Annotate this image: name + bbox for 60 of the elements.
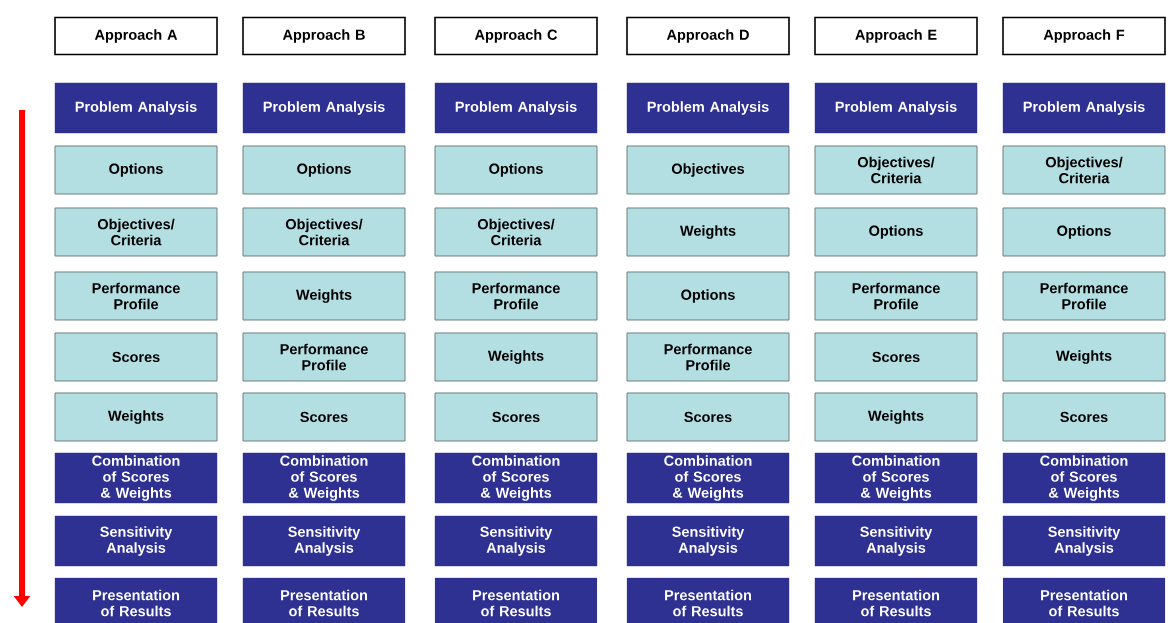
step-box: Performance Profile (242, 332, 406, 382)
step-box: Presentation of Results (814, 577, 978, 623)
step-box: Presentation of Results (242, 577, 406, 623)
step-box: Objectives/ Criteria (434, 207, 598, 257)
step-box: Performance Profile (1002, 271, 1166, 321)
step-box: Weights (242, 271, 406, 321)
step-box: Combination of Scores & Weights (626, 452, 790, 504)
step-box: Combination of Scores & Weights (1002, 452, 1166, 504)
step-box: Performance Profile (626, 332, 790, 382)
step-box: Problem Analysis (1002, 82, 1166, 134)
step-box: Scores (814, 332, 978, 382)
step-box: Presentation of Results (626, 577, 790, 623)
step-box: Problem Analysis (54, 82, 218, 134)
step-box: Options (54, 145, 218, 195)
step-box: Presentation of Results (54, 577, 218, 623)
step-box: Options (242, 145, 406, 195)
step-box: Problem Analysis (434, 82, 598, 134)
step-box: Options (814, 207, 978, 257)
step-box: Presentation of Results (434, 577, 598, 623)
step-box: Scores (1002, 392, 1166, 442)
step-box: Scores (54, 332, 218, 382)
header-box: Approach C (434, 16, 598, 56)
step-box: Weights (54, 392, 218, 442)
step-box: Sensitivity Analysis (814, 515, 978, 567)
step-box: Weights (814, 392, 978, 442)
step-box: Performance Profile (434, 271, 598, 321)
step-box: Weights (1002, 332, 1166, 382)
step-box: Presentation of Results (1002, 577, 1166, 623)
step-box: Problem Analysis (242, 82, 406, 134)
step-box: Objectives/ Criteria (54, 207, 218, 257)
step-box: Weights (434, 332, 598, 382)
header-box: Approach E (814, 16, 978, 56)
step-box: Options (434, 145, 598, 195)
header-box: Approach F (1002, 16, 1166, 56)
step-box: Sensitivity Analysis (54, 515, 218, 567)
step-box: Scores (242, 392, 406, 442)
step-box: Objectives (626, 145, 790, 195)
step-box: Scores (434, 392, 598, 442)
step-box: Problem Analysis (626, 82, 790, 134)
step-box: Performance Profile (54, 271, 218, 321)
step-box: Options (1002, 207, 1166, 257)
step-box: Combination of Scores & Weights (242, 452, 406, 504)
step-box: Problem Analysis (814, 82, 978, 134)
header-box: Approach A (54, 16, 218, 56)
step-box: Options (626, 271, 790, 321)
step-box: Sensitivity Analysis (434, 515, 598, 567)
step-box: Combination of Scores & Weights (54, 452, 218, 504)
step-box: Objectives/ Criteria (1002, 145, 1166, 195)
step-box: Scores (626, 392, 790, 442)
step-box: Objectives/ Criteria (814, 145, 978, 195)
header-box: Approach D (626, 16, 790, 56)
header-box: Approach B (242, 16, 406, 56)
step-box: Sensitivity Analysis (1002, 515, 1166, 567)
step-box: Sensitivity Analysis (626, 515, 790, 567)
step-box: Combination of Scores & Weights (434, 452, 598, 504)
step-box: Combination of Scores & Weights (814, 452, 978, 504)
step-box: Sensitivity Analysis (242, 515, 406, 567)
step-box: Weights (626, 207, 790, 257)
step-box: Performance Profile (814, 271, 978, 321)
step-box: Objectives/ Criteria (242, 207, 406, 257)
